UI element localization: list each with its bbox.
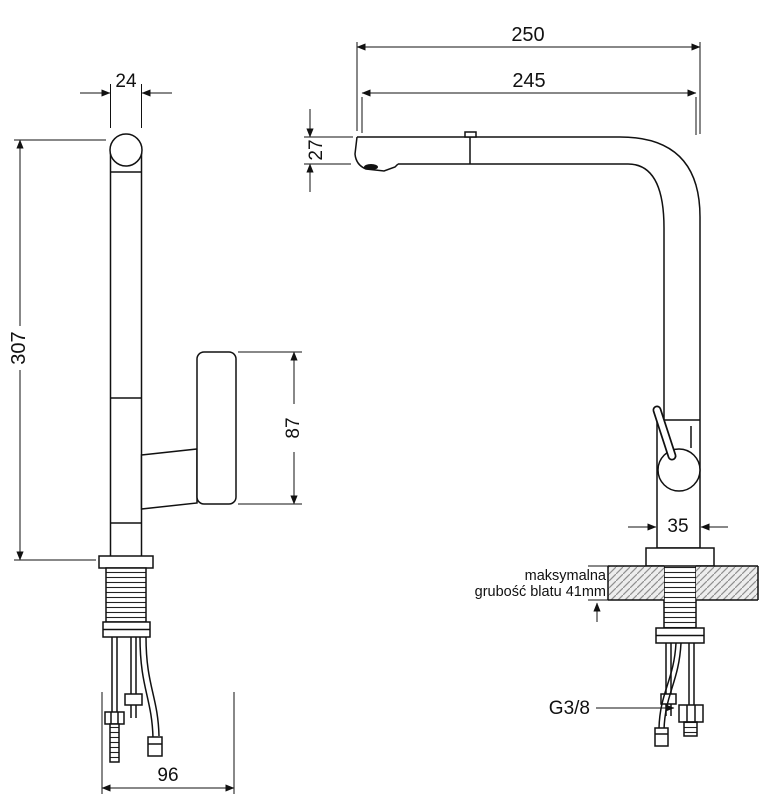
spout-outer-edge: [357, 136, 701, 548]
dim-body-width-label: 35: [667, 516, 688, 537]
supply-hose: [139, 636, 154, 739]
supply-hose: [658, 642, 677, 729]
countertop-note-line1: maksymalna: [525, 568, 607, 584]
lever-ball: [657, 448, 701, 492]
aerator-outlet: [364, 164, 378, 170]
dim-spout-width-label: 24: [115, 71, 137, 92]
dim-total-width-label: 250: [511, 24, 544, 46]
pullout-seam: [464, 131, 477, 138]
spout-column: [109, 151, 143, 561]
dim-spout-height-label: 27: [306, 139, 327, 160]
handle-lever: [196, 351, 237, 505]
dim-handle-height-label: 87: [283, 417, 304, 438]
base-flange: [98, 555, 154, 569]
mounting-nut: [104, 711, 125, 725]
spout-cap: [109, 133, 143, 167]
hose-fitting: [147, 736, 163, 757]
countertop-note-line2: grubość blatu 41mm: [475, 584, 606, 600]
dim-base-depth-label: 96: [157, 765, 178, 786]
connection-stub: [683, 721, 698, 737]
handle-joint: [140, 448, 198, 510]
spout-inner-edge: [398, 163, 665, 420]
threaded-shank: [105, 567, 147, 623]
hose-fitting: [654, 727, 669, 747]
threaded-stud: [109, 723, 120, 763]
base-flange: [645, 547, 715, 567]
faucet-side-view: [98, 133, 237, 763]
side-view-dimensions: [14, 84, 302, 794]
countertop-hatch: [608, 566, 664, 600]
dim-spout-reach-label: 245: [512, 70, 545, 92]
thread-size-label: G3/8: [549, 698, 590, 719]
front-view-dimensions: [304, 42, 728, 712]
mounting-nut: [124, 693, 143, 706]
threaded-shank: [663, 561, 697, 629]
faucet-front-view: [354, 131, 715, 747]
countertop: [588, 565, 759, 622]
spout-head: [354, 136, 399, 172]
g38-connection-nut: [678, 704, 704, 723]
countertop-hatch: [696, 566, 758, 600]
dim-total-height-label: 307: [8, 331, 30, 364]
